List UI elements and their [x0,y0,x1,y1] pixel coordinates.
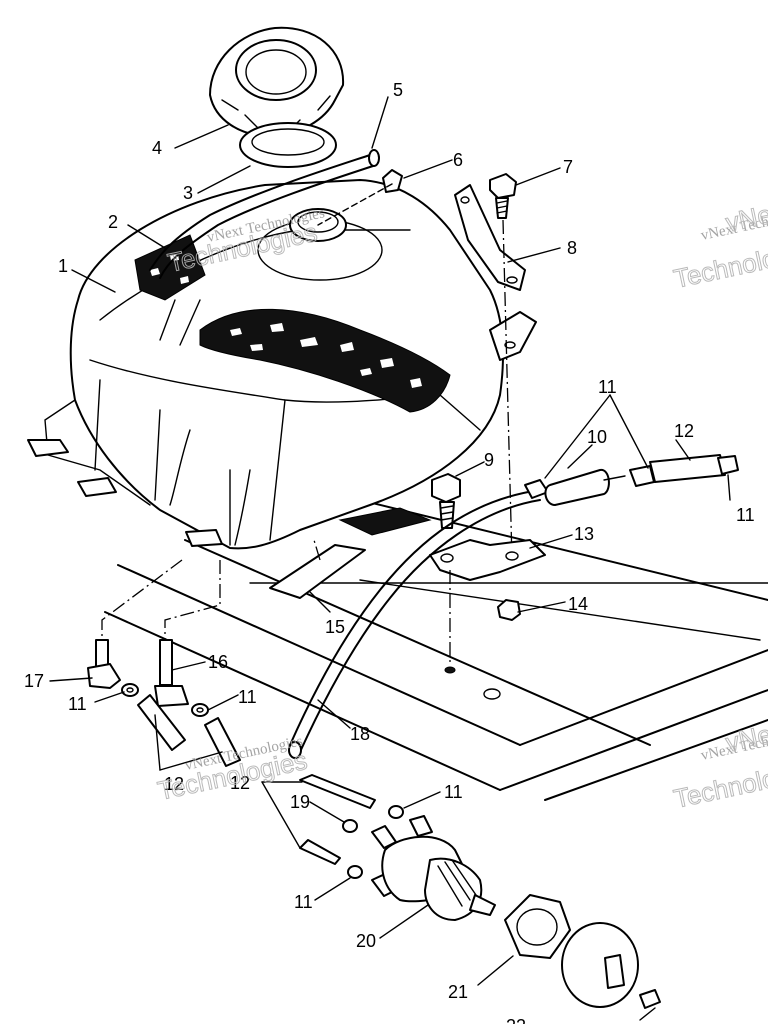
callout-16: 16 [208,652,228,672]
vent-hose [149,154,371,271]
fuel-cap-icon [209,26,345,168]
callout-19: 19 [290,792,310,812]
callout-20: 20 [356,931,376,951]
tee-fitting-16 [154,639,209,717]
callout-12-mid: 12 [230,773,250,793]
fuel-tank-icon [27,179,537,550]
callout-labels: 1 2 3 4 5 6 7 8 9 10 11 11 11 11 11 11 1… [24,80,755,1024]
mount-bracket [429,539,546,581]
callout-9: 9 [484,450,494,470]
leader-lines [49,96,731,1021]
watermark-r2-big: Technologies [671,753,768,814]
petcock-icon [342,805,496,921]
callout-11-lower: 11 [294,892,313,912]
callout-13: 13 [574,524,594,544]
bolt-icon [489,173,517,219]
callout-17: 17 [24,671,44,691]
nut-icon [497,599,521,621]
elbow-fitting-17 [87,639,139,697]
callout-1: 1 [58,256,68,276]
callout-5: 5 [393,80,403,100]
callout-11-left: 11 [68,694,87,714]
callout-8: 8 [567,238,577,258]
sediment-bowl-22 [561,922,661,1009]
callout-21: 21 [448,982,468,1002]
callout-2: 2 [108,212,118,232]
callout-14: 14 [568,594,588,614]
callout-10: 10 [587,427,607,447]
callout-3: 3 [183,183,193,203]
callout-18: 18 [350,724,370,744]
callout-15: 15 [325,617,345,637]
callout-4: 4 [152,138,162,158]
callout-12-top: 12 [674,421,694,441]
watermark-r1-big: Technologies [671,233,768,294]
fuel-filter-icon [524,454,739,506]
callout-22: 22 [506,1016,526,1024]
callout-11-mid: 11 [238,687,257,707]
tank-pad [269,544,366,599]
callout-12-left: 12 [164,774,184,794]
bracket-icon [454,184,526,291]
callout-11-clamp: 11 [444,782,463,802]
callout-11-right: 11 [736,505,755,525]
lock-nut-21 [504,894,571,959]
bolt-icon [431,473,461,529]
callout-6: 6 [453,150,463,170]
callout-11-top: 11 [598,377,617,397]
callout-7: 7 [563,157,573,177]
